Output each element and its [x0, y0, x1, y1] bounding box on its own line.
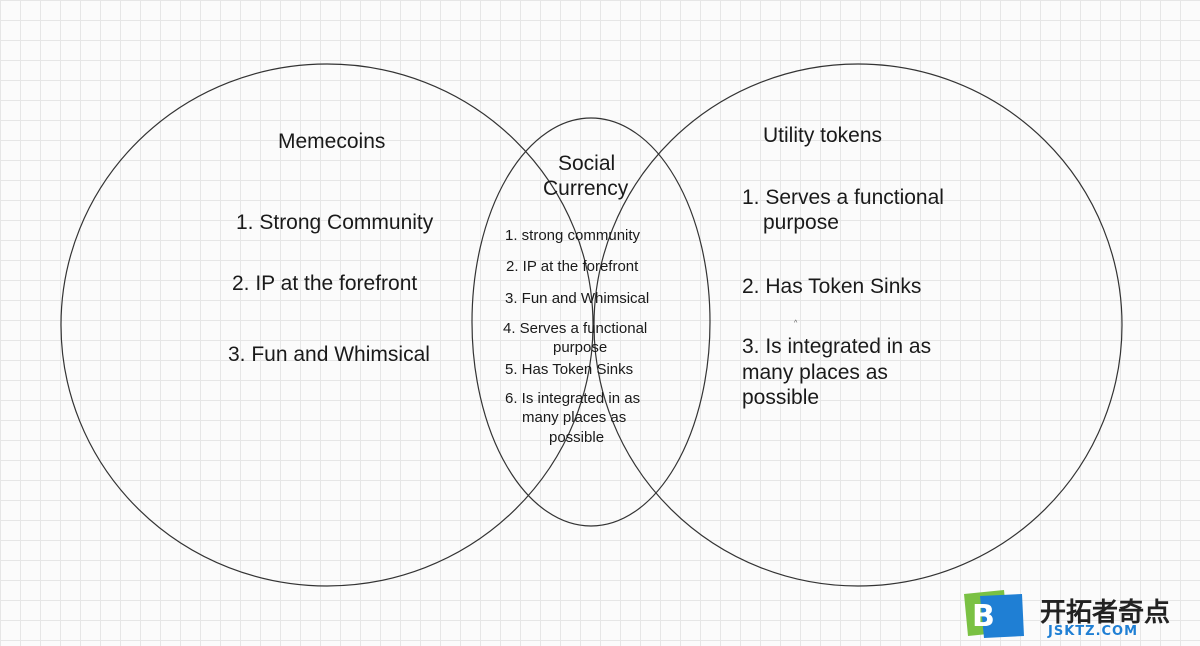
social-item-1: 1. strong community — [505, 227, 641, 244]
utility-item-2: 2. Has Token Sinks — [742, 275, 922, 298]
watermark-domain: JSKTZ.COM — [1048, 624, 1139, 639]
watermark-logo-icon: B — [964, 590, 1024, 638]
memecoins-item-1: 1. Strong Community — [236, 211, 434, 234]
utility-item-3-line3: possible — [742, 386, 820, 409]
social-item-6-line2: many places as — [522, 409, 627, 426]
social-item-6-line3: possible — [549, 429, 605, 446]
utility-item-3-line1: 3. Is integrated in as — [742, 335, 932, 358]
social-currency-title-line2: Currency — [543, 177, 629, 200]
social-item-6-line1: 6. Is integrated in as — [505, 390, 641, 407]
watermark-logo-letter: B — [972, 599, 995, 634]
watermark: B 开拓者奇点 JSKTZ.COM — [958, 588, 1198, 642]
social-item-5: 5. Has Token Sinks — [505, 361, 634, 378]
utility-item-1-line2: purpose — [763, 211, 839, 234]
left-ellipse — [60, 63, 594, 587]
memecoins-item-3: 3. Fun and Whimsical — [228, 343, 430, 366]
utility-item-3-line2: many places as — [742, 361, 888, 384]
center-circle — [471, 117, 711, 527]
social-item-4-line2: purpose — [553, 339, 608, 356]
caret-mark: ^ — [794, 320, 798, 327]
utility-item-1-line1: 1. Serves a functional — [742, 186, 944, 209]
right-ellipse — [593, 63, 1123, 587]
memecoins-item-2: 2. IP at the forefront — [232, 272, 418, 295]
social-item-3: 3. Fun and Whimsical — [505, 290, 650, 307]
utility-tokens-title: Utility tokens — [763, 124, 883, 147]
social-currency-title-line1: Social — [558, 152, 616, 175]
watermark-name: 开拓者奇点 — [1040, 598, 1171, 628]
social-item-4-line1: 4. Serves a functional — [503, 320, 648, 337]
memecoins-title: Memecoins — [278, 130, 386, 153]
social-item-2: 2. IP at the forefront — [506, 258, 639, 275]
